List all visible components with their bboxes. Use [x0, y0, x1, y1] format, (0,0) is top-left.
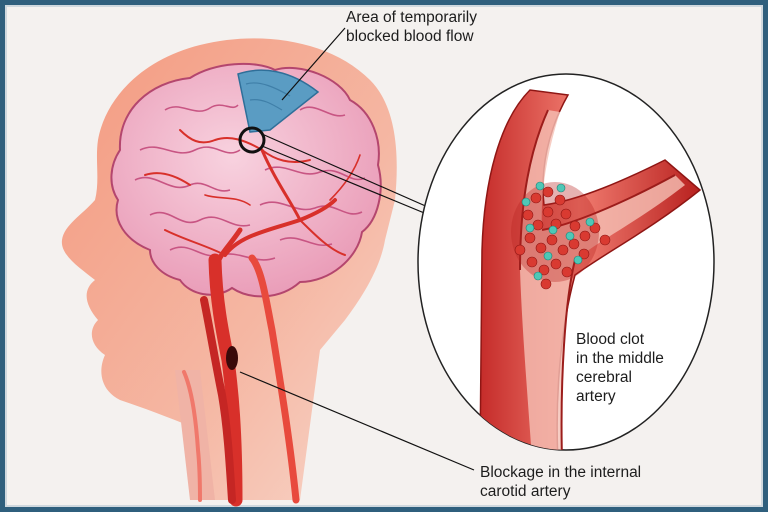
brain-arteries: [144, 129, 361, 257]
label-blocked-area: Area of temporarily blocked blood flow: [346, 9, 477, 45]
carotid-blockage: [226, 346, 238, 370]
label-blood-clot: Blood clot in the middle cerebral artery: [576, 331, 664, 405]
label-carotid-blockage: Blockage in the internal carotid artery: [480, 464, 642, 500]
brain: [110, 62, 382, 298]
blockage-marker-circle: [238, 126, 266, 154]
blocked-area-region: [237, 69, 320, 133]
blood-clot: [511, 181, 611, 290]
